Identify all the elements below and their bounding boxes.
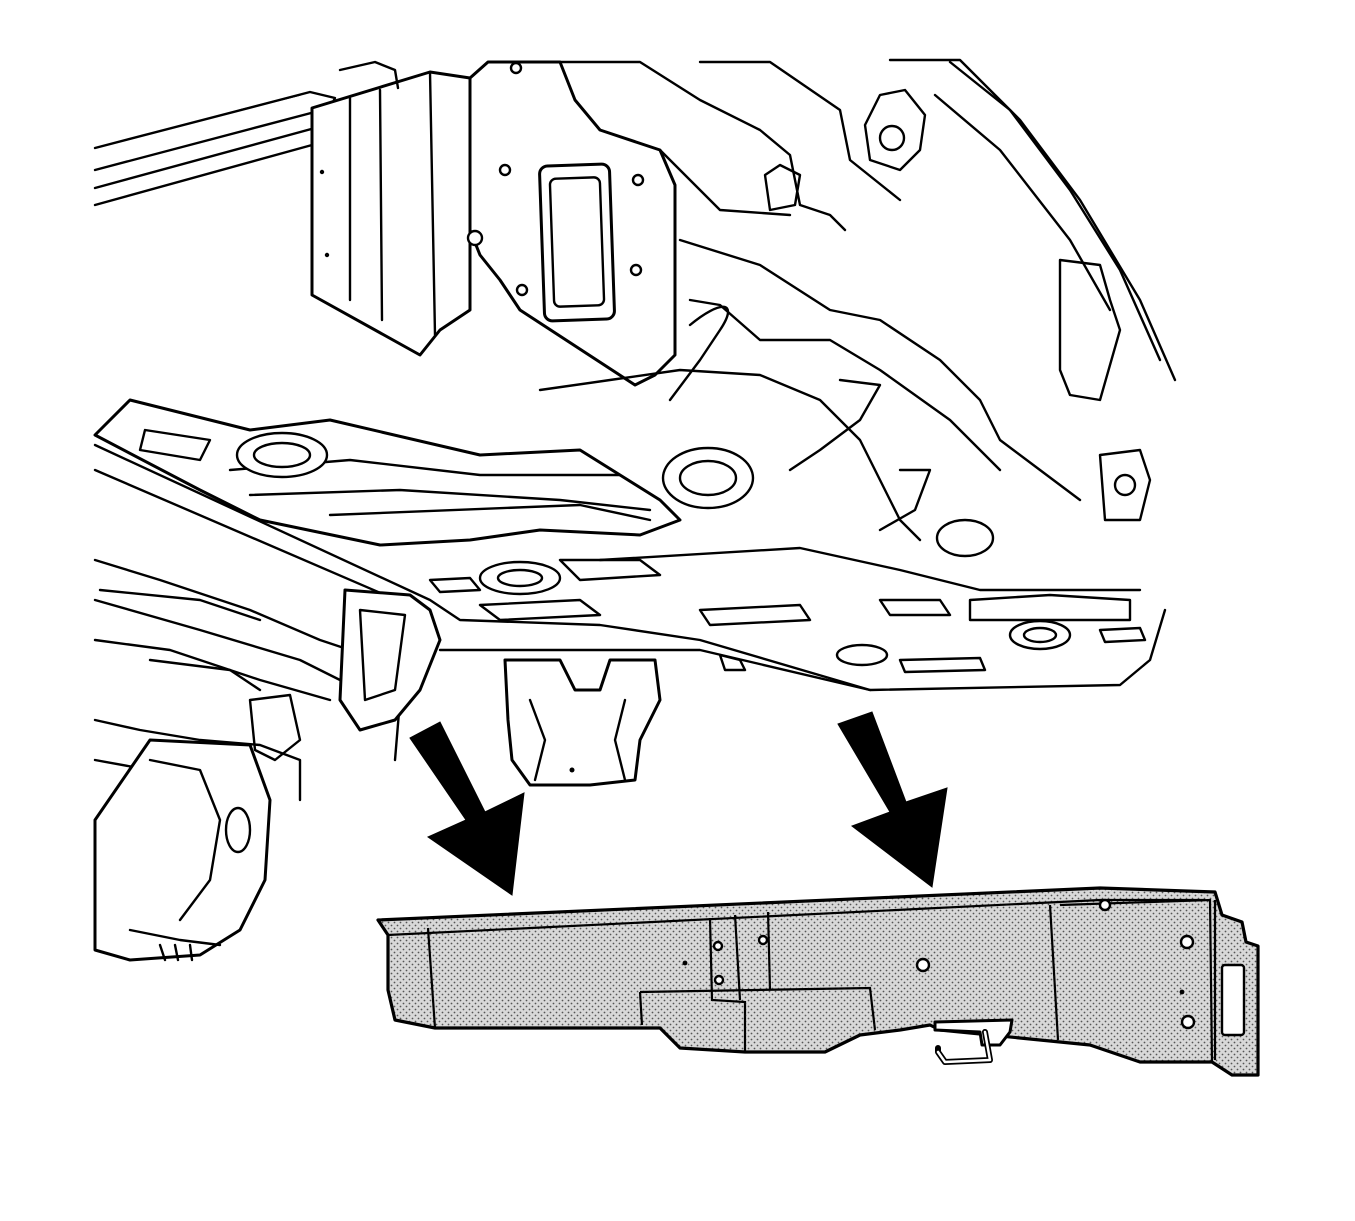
floor-crossmember [93,398,682,547]
highlighted-rail-part [376,886,1260,1077]
wheelhouse [558,58,1177,522]
rocker-sill [93,90,337,207]
removal-arrows [409,711,948,896]
pillar-bracket [310,60,472,357]
left-arrow-icon [409,721,525,896]
floor-pan [538,238,1142,592]
centre-bracket [503,658,662,787]
right-arrow-icon [837,711,948,888]
left-frame-rail [93,558,442,962]
vehicle-underbody [93,58,1177,962]
lower-rails [93,443,1167,692]
rear-panel [466,60,677,387]
